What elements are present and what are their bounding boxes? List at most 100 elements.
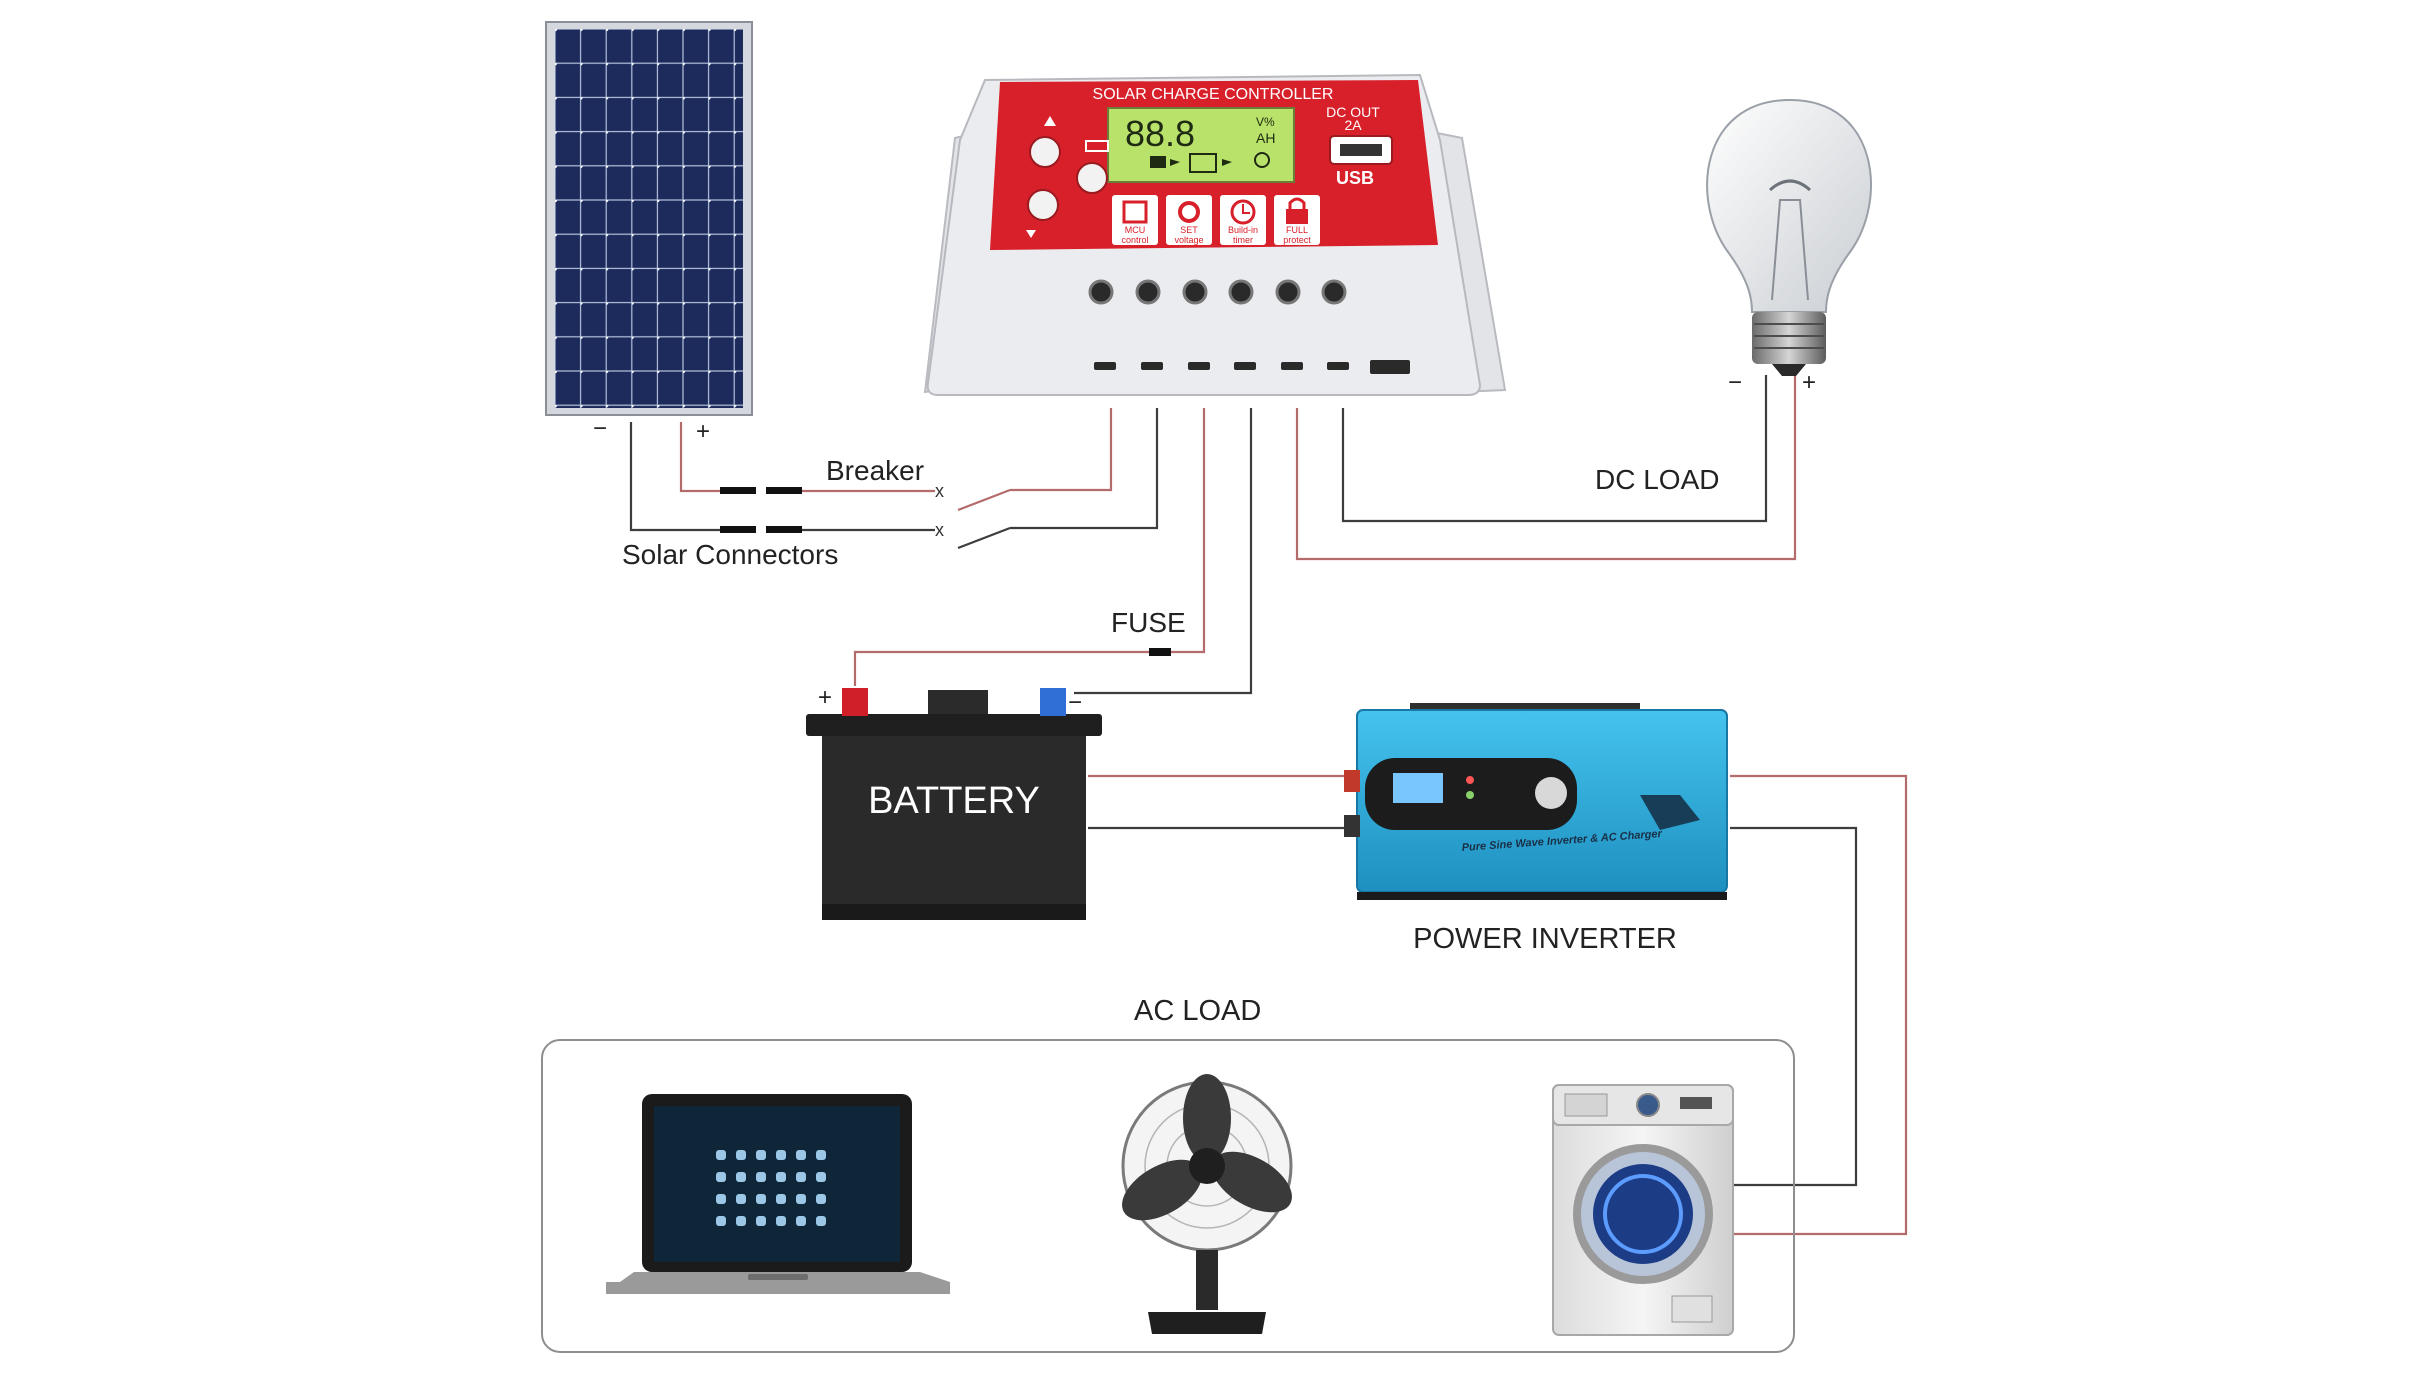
gear-icon — [1178, 201, 1200, 223]
feature-mcu-sublabel: control — [1121, 235, 1148, 245]
battery-negative-post — [1040, 688, 1066, 716]
lcd-panel-icon — [1150, 156, 1166, 168]
controller-usb-label: USB — [1336, 168, 1374, 188]
lcd-arrow-icon — [1222, 159, 1232, 166]
bulb-glass — [1706, 98, 1872, 313]
usb-port-slot — [1340, 144, 1382, 156]
battery-positive-wire — [853, 408, 1206, 686]
controller-lcd — [1107, 107, 1295, 183]
washer-display — [1680, 1097, 1712, 1109]
breaker-switch-top — [957, 488, 1011, 512]
bulb-filament — [1771, 199, 1809, 301]
wire-slot — [1094, 362, 1116, 370]
controller-set-button[interactable] — [1076, 162, 1108, 194]
bulb-base — [1752, 312, 1826, 364]
breaker-switch-mark-bottom: x — [935, 520, 944, 540]
controller-down-button[interactable] — [1027, 189, 1059, 221]
controller-up-button[interactable] — [1029, 136, 1061, 168]
washer-dial-icon — [1636, 1093, 1660, 1117]
power-inverter: Pure Sine Wave Inverter & AC Charger POW… — [1344, 703, 1728, 955]
power-inverter-label: POWER INVERTER — [1413, 923, 1677, 955]
app-icon — [816, 1150, 826, 1160]
wiring — [629, 375, 1908, 1236]
chip-icon — [1122, 200, 1148, 224]
bulb-negative-terminal: − — [1728, 369, 1742, 396]
fan-neck — [1196, 1250, 1218, 1310]
app-icon — [796, 1216, 806, 1226]
button-up-arrow-icon — [1044, 116, 1056, 126]
wire-slot — [1327, 362, 1349, 370]
washer-drum-glow — [1603, 1174, 1683, 1254]
app-icon — [816, 1216, 826, 1226]
connector-block — [720, 526, 756, 533]
battery-positive-post — [842, 688, 868, 716]
laptop-trackpad-notch — [748, 1274, 808, 1280]
fan-blade — [1212, 1151, 1292, 1213]
washing-machine — [1552, 1084, 1734, 1336]
battery-body — [822, 736, 1086, 904]
battery-negative-wire — [1074, 408, 1253, 695]
solar-panel-positive-terminal: + — [696, 418, 710, 445]
solar-connectors — [720, 487, 802, 533]
inverter-base — [1357, 892, 1727, 900]
app-icon — [816, 1172, 826, 1182]
controller-terminal-screws — [1088, 279, 1347, 305]
dc-load-negative-wire — [1341, 375, 1768, 523]
terminal-screw — [1321, 279, 1347, 305]
clock-icon — [1230, 199, 1256, 225]
connector-block — [766, 487, 802, 494]
inverter-logo-mark — [1640, 795, 1700, 830]
laptop-app-icons — [716, 1150, 826, 1226]
dc-load-positive-wire — [1295, 375, 1797, 561]
connector-block — [720, 487, 756, 494]
inverter-ac-wire-outer — [1712, 774, 1908, 1236]
app-icon — [716, 1172, 726, 1182]
clock-hands-icon — [1242, 204, 1250, 214]
connector-block — [766, 526, 802, 533]
solar-panel-negative-terminal: − — [593, 415, 607, 442]
wire-slot — [1141, 362, 1163, 370]
app-icon — [756, 1172, 766, 1182]
app-icon — [716, 1216, 726, 1226]
inverter-top-plate — [1410, 703, 1640, 713]
wire-slot — [1188, 362, 1210, 370]
breaker-switch-bottom — [957, 526, 1011, 550]
light-bulb: − + — [1706, 98, 1872, 396]
terminal-screw — [1088, 279, 1114, 305]
battery: BATTERY + − — [806, 684, 1102, 920]
lock-icon — [1286, 209, 1308, 224]
terminal-screw — [1228, 279, 1254, 305]
terminal-screw — [1182, 279, 1208, 305]
usb-side-port — [1370, 360, 1410, 374]
inverter-lcd — [1393, 773, 1443, 803]
terminal-screw — [1275, 279, 1301, 305]
app-icon — [776, 1216, 786, 1226]
bulb-filament-coil — [1768, 179, 1812, 192]
solar-panel-cells — [555, 29, 743, 408]
app-icon — [736, 1194, 746, 1204]
app-icon — [736, 1150, 746, 1160]
fuse-label: FUSE — [1111, 607, 1186, 638]
feature-full-label: FULL — [1286, 225, 1308, 235]
washer-filter-cover — [1671, 1295, 1713, 1323]
laptop — [606, 1094, 950, 1294]
lock-shackle-icon — [1288, 197, 1306, 209]
controller-title: SOLAR CHARGE CONTROLLER — [1093, 86, 1334, 103]
lcd-status-icons — [1150, 152, 1270, 173]
app-icon — [756, 1216, 766, 1226]
terminal-screw — [1135, 279, 1161, 305]
controller-lcd-unit-bottom: AH — [1256, 130, 1275, 146]
wire-slot — [1234, 362, 1256, 370]
feature-set-sublabel: voltage — [1174, 235, 1203, 245]
laptop-base — [606, 1272, 950, 1294]
inverter-indicator-led — [1466, 791, 1474, 799]
wire-slot — [1281, 362, 1303, 370]
panel-negative-wire — [629, 422, 720, 532]
bulb-positive-terminal: + — [1802, 369, 1816, 396]
solar-panel: − + — [545, 21, 753, 445]
fan-stand-base — [1148, 1312, 1266, 1334]
controller-wire-slots — [1094, 360, 1410, 374]
fan-blade — [1122, 1159, 1202, 1221]
ac-load-label: AC LOAD — [1134, 995, 1261, 1027]
fan-blade — [1183, 1074, 1231, 1162]
